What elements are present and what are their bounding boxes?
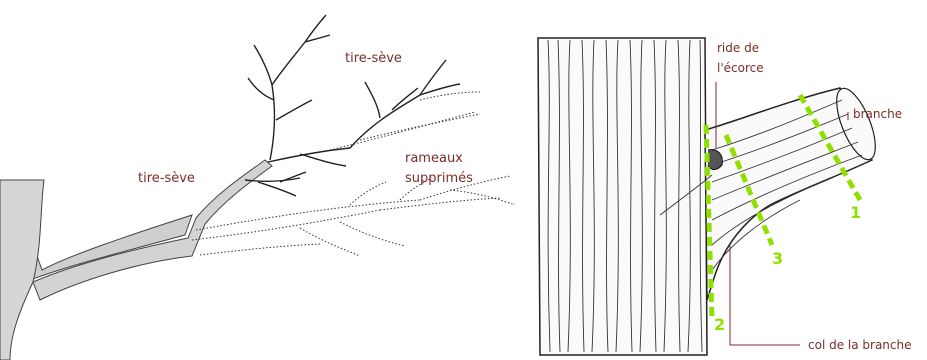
left-branch-diagram: tire-sève tire-sève rameaux supprimés [0,15,515,360]
label-tire-seve-top: tire-sève [345,51,402,66]
label-col-de-la-branche: col de la branche [808,338,912,352]
right-trunk-diagram: 1 2 3 ride de l'écorce branche col de la… [538,38,912,355]
cut-label-1: 1 [850,203,861,222]
label-ecorce: l'écorce [717,61,764,75]
tire-seve-branches [245,15,460,196]
trunk [538,38,707,355]
label-supprimes: supprimés [405,171,473,186]
label-tire-seve-left: tire-sève [138,171,195,186]
label-branche: branche [853,107,902,121]
label-ride-de: ride de [717,41,759,55]
label-rameaux: rameaux [405,151,463,166]
cut-label-3: 3 [772,249,783,268]
cut-label-2: 2 [714,315,725,334]
